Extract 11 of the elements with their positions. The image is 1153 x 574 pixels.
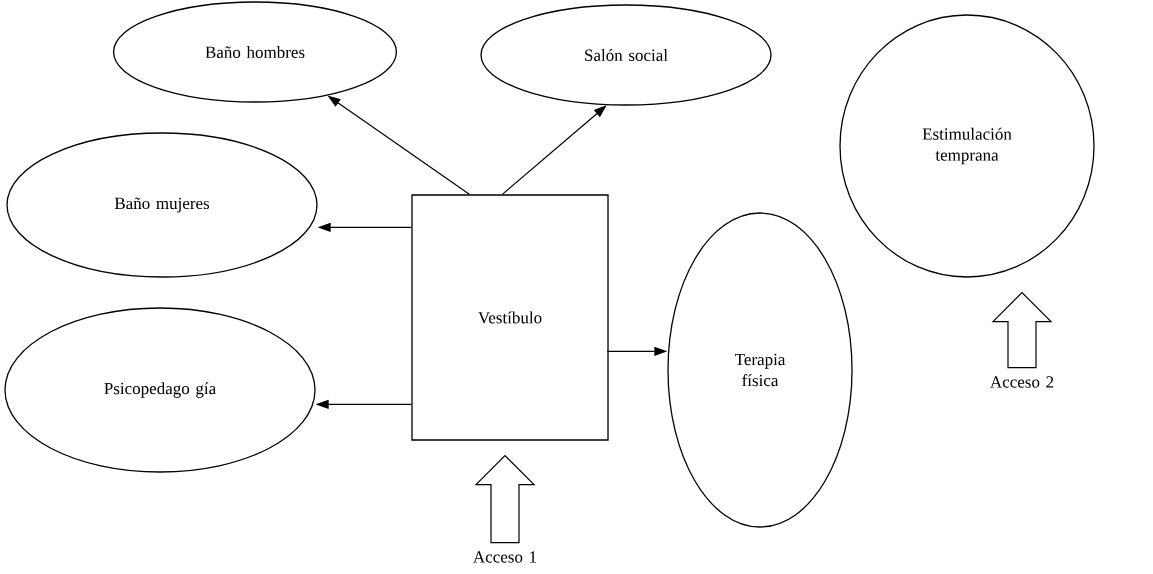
rectangle-box: Vestíbulo [411, 194, 609, 441]
block-arrow [991, 291, 1053, 369]
ellipse-node: Salón social [480, 4, 772, 106]
ellipse-node: Psicopedago gía [4, 307, 316, 473]
ellipse-node: Estimulación temprana [839, 14, 1095, 278]
access-label: Acceso 2 [990, 376, 1054, 388]
ellipse-node: Baño mujeres [6, 132, 318, 278]
ellipse-node: Baño hombres [112, 1, 398, 103]
block-arrow [474, 454, 536, 544]
ellipse-node: Terapia física [667, 212, 853, 528]
access-label: Acceso 1 [473, 551, 537, 563]
